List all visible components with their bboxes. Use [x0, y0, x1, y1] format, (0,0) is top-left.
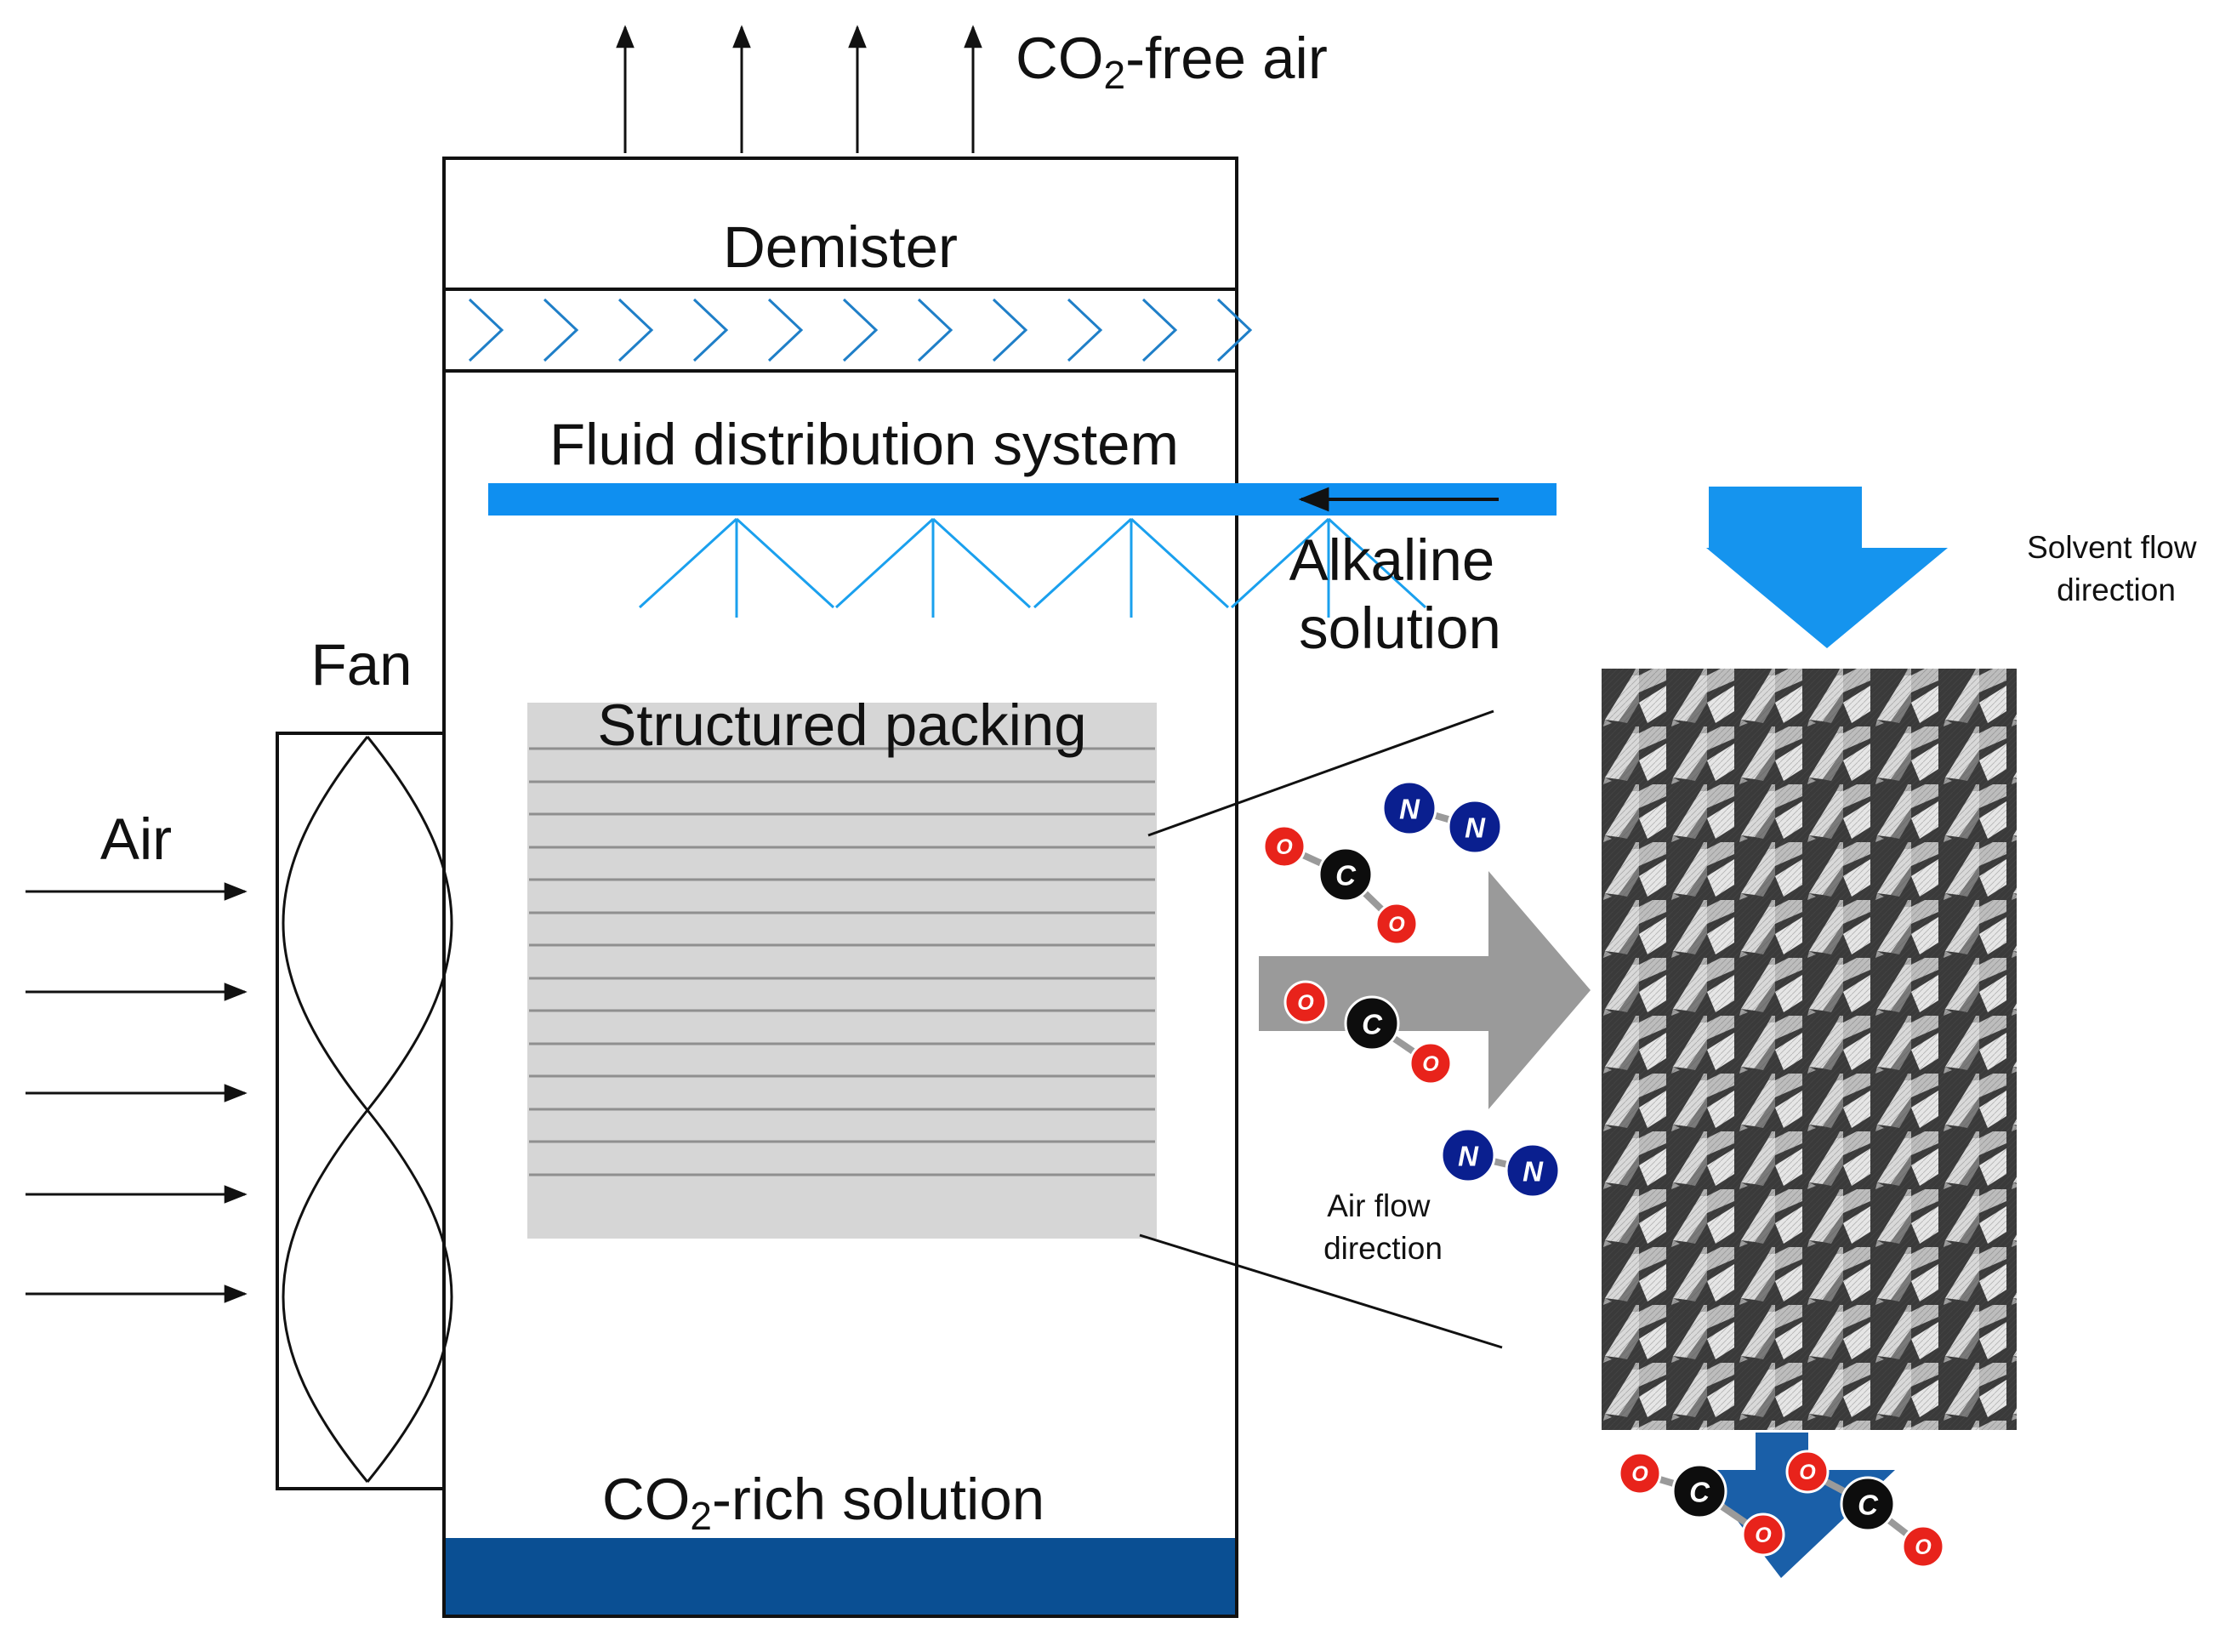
- spray-nozzle: [638, 517, 835, 618]
- svg-text:N: N: [1458, 1141, 1479, 1172]
- demister-chevron: [1216, 298, 1253, 362]
- outlet-arrows: [616, 25, 982, 153]
- svg-text:C: C: [1858, 1490, 1879, 1521]
- demister-chevron: [767, 298, 804, 362]
- svg-text:O: O: [1276, 835, 1293, 859]
- co2-rich-pool: [446, 1538, 1235, 1615]
- nitrogen-atom: N: [1381, 780, 1437, 836]
- demister-chevron: [992, 298, 1028, 362]
- fluid-distribution-label: Fluid distribution system: [549, 412, 1179, 477]
- svg-text:O: O: [1799, 1461, 1816, 1484]
- structured-packing-label: Structured packing: [597, 692, 1086, 758]
- air-inlet-arrows: [26, 882, 248, 1303]
- spray-nozzle: [1033, 517, 1230, 618]
- solvent-flow-label: Solvent flow direction: [2027, 530, 2205, 607]
- oxygen-atom: O: [1741, 1512, 1785, 1557]
- air-label: Air: [100, 806, 172, 872]
- svg-text:O: O: [1422, 1052, 1439, 1076]
- carbon-atom: C: [1344, 995, 1400, 1051]
- demister-chevron: [1067, 298, 1103, 362]
- co2-rich-label: CO2-rich solution: [602, 1467, 1044, 1538]
- carbon-atom: C: [1671, 1463, 1727, 1519]
- zoom-line-bottom: [1139, 1233, 1503, 1349]
- solvent-flow-arrow: [1706, 487, 1948, 648]
- oxygen-atom: O: [1618, 1451, 1662, 1495]
- oxygen-atom: O: [1262, 824, 1306, 869]
- demister-chevron: [842, 298, 879, 362]
- carbon-atom: C: [1840, 1476, 1896, 1532]
- demister-chevron: [917, 298, 953, 362]
- oxygen-atom: O: [1901, 1524, 1945, 1569]
- packing-layers: [529, 747, 1155, 1176]
- co2-free-air-label: CO2-free air: [1016, 26, 1328, 97]
- oxygen-atom: O: [1409, 1041, 1453, 1085]
- svg-text:O: O: [1915, 1535, 1932, 1559]
- svg-text:O: O: [1388, 913, 1405, 937]
- air-flow-label: Air flow direction: [1323, 1188, 1443, 1266]
- structured-packing: [527, 703, 1157, 1239]
- oxygen-atom: O: [1374, 902, 1419, 946]
- spray-nozzles: [638, 517, 1427, 618]
- demister-chevron: [692, 298, 729, 362]
- alkaline-solution-label: Alkaline solution: [1289, 527, 1511, 661]
- demister-chevron: [618, 298, 654, 362]
- fan-label: Fan: [311, 632, 413, 698]
- nitrogen-atom: N: [1447, 799, 1503, 855]
- svg-text:N: N: [1399, 794, 1420, 825]
- spray-nozzle: [834, 517, 1032, 618]
- nitrogen-atom: N: [1440, 1127, 1496, 1183]
- demister-mesh: [442, 288, 1253, 373]
- svg-text:O: O: [1755, 1524, 1772, 1547]
- rich-solvent-outflow-arrow: [1699, 1433, 1895, 1578]
- svg-text:C: C: [1335, 860, 1357, 892]
- svg-text:O: O: [1631, 1462, 1648, 1486]
- spray-nozzle: [1230, 517, 1427, 618]
- svg-text:C: C: [1362, 1009, 1383, 1040]
- demister-chevron: [468, 298, 504, 362]
- demister-chevron: [1141, 298, 1178, 362]
- svg-text:O: O: [1297, 991, 1314, 1015]
- svg-text:N: N: [1522, 1156, 1544, 1188]
- molecules: N N O C O O C O N N O C O O C O: [1262, 780, 1945, 1569]
- oxygen-atom: O: [1785, 1450, 1830, 1494]
- svg-text:N: N: [1465, 812, 1486, 844]
- nitrogen-atom: N: [1505, 1142, 1561, 1199]
- packing-photo: [1602, 669, 2017, 1430]
- oxygen-atom: O: [1283, 980, 1328, 1024]
- svg-text:C: C: [1689, 1477, 1710, 1508]
- air-flow-arrow: [1259, 871, 1591, 1109]
- demister-label: Demister: [723, 214, 958, 280]
- fan-icon: [276, 732, 453, 1490]
- zoom-line-top: [1147, 709, 1494, 837]
- carbon-atom: C: [1318, 846, 1374, 903]
- demister-chevron: [543, 298, 579, 362]
